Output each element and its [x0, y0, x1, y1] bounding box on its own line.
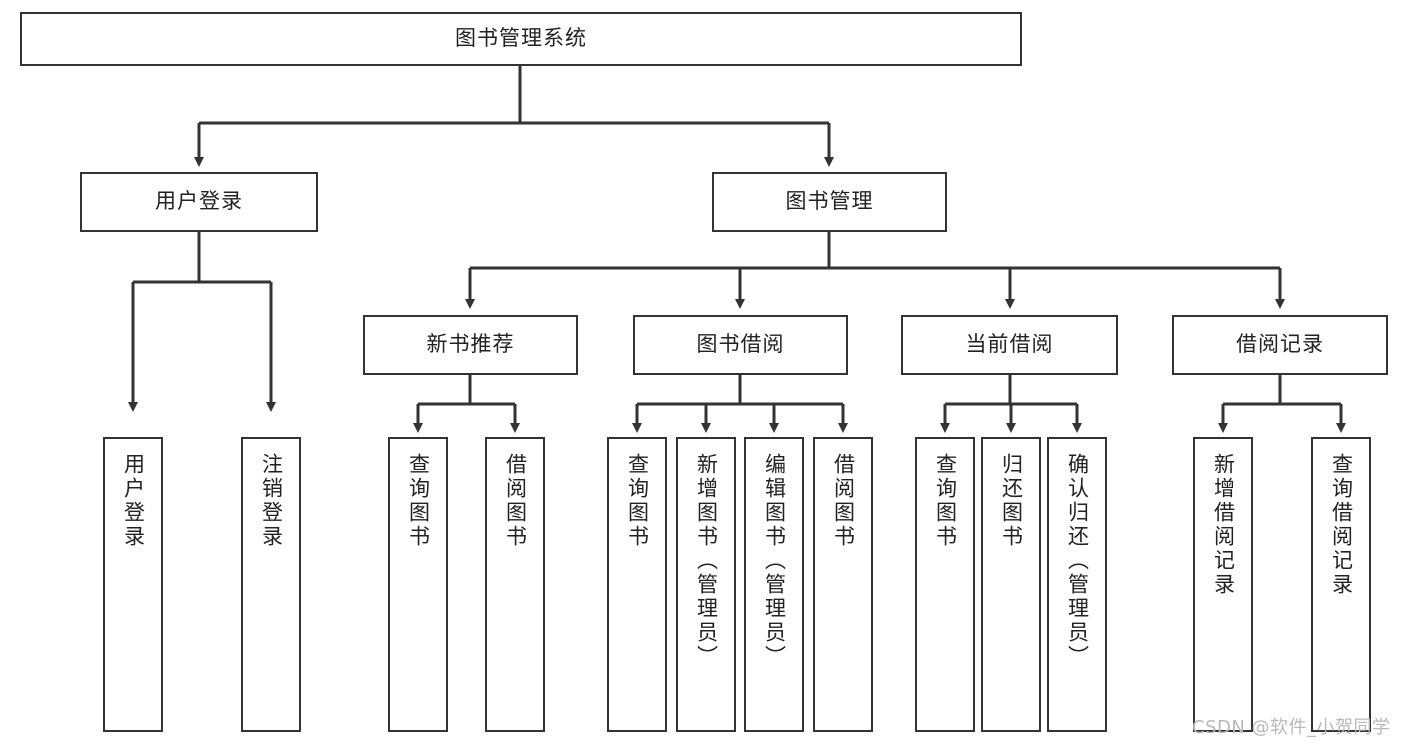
node-current-borrow-label: 当前借阅 — [965, 332, 1054, 357]
node-leaf-query-book-3[interactable]: 查询图书 — [915, 437, 975, 732]
node-leaf-borrow-book-1-label: 借阅图书 — [503, 453, 528, 549]
node-leaf-add-record[interactable]: 新增借阅记录 — [1193, 437, 1253, 732]
node-leaf-logout-login[interactable]: 注销登录 — [241, 437, 301, 732]
node-leaf-user-login[interactable]: 用户登录 — [103, 437, 163, 732]
node-leaf-edit-book-label: 编辑图书（管理员） — [762, 453, 787, 669]
node-leaf-edit-book[interactable]: 编辑图书（管理员） — [744, 437, 804, 732]
node-leaf-borrow-book-1[interactable]: 借阅图书 — [485, 437, 545, 732]
node-borrow-record-label: 借阅记录 — [1236, 332, 1324, 357]
node-leaf-query-record[interactable]: 查询借阅记录 — [1311, 437, 1371, 732]
node-leaf-add-book[interactable]: 新增图书（管理员） — [676, 437, 736, 732]
node-leaf-query-book-1[interactable]: 查询图书 — [388, 437, 448, 732]
node-leaf-add-book-label: 新增图书（管理员） — [694, 453, 719, 669]
node-root-label: 图书管理系统 — [455, 26, 587, 51]
node-leaf-query-book-2[interactable]: 查询图书 — [607, 437, 667, 732]
node-leaf-return-book-label: 归还图书 — [999, 453, 1024, 549]
node-root[interactable]: 图书管理系统 — [20, 12, 1022, 66]
node-leaf-borrow-book-2[interactable]: 借阅图书 — [813, 437, 873, 732]
node-user-login[interactable]: 用户登录 — [80, 172, 318, 232]
node-leaf-confirm-return[interactable]: 确认归还（管理员） — [1047, 437, 1107, 732]
csdn-watermark: CSDN @软件_小贺同学 — [1192, 717, 1391, 738]
node-leaf-add-record-label: 新增借阅记录 — [1211, 453, 1236, 597]
node-book-borrow[interactable]: 图书借阅 — [633, 315, 848, 375]
node-borrow-record[interactable]: 借阅记录 — [1172, 315, 1388, 375]
node-new-book-recommend[interactable]: 新书推荐 — [363, 315, 578, 375]
node-leaf-borrow-book-2-label: 借阅图书 — [831, 453, 856, 549]
node-leaf-query-record-label: 查询借阅记录 — [1329, 453, 1354, 597]
node-leaf-user-login-label: 用户登录 — [121, 453, 146, 549]
node-book-borrow-label: 图书借阅 — [696, 332, 785, 357]
node-new-book-recommend-label: 新书推荐 — [426, 332, 515, 357]
node-leaf-confirm-return-label: 确认归还（管理员） — [1065, 453, 1090, 669]
node-leaf-query-book-2-label: 查询图书 — [625, 453, 650, 549]
node-user-login-label: 用户登录 — [155, 189, 243, 214]
node-leaf-query-book-1-label: 查询图书 — [406, 453, 431, 549]
node-leaf-query-book-3-label: 查询图书 — [933, 453, 958, 549]
node-leaf-logout-login-label: 注销登录 — [259, 453, 284, 549]
node-current-borrow[interactable]: 当前借阅 — [901, 315, 1118, 375]
node-book-management-label: 图书管理 — [785, 189, 874, 214]
node-leaf-return-book[interactable]: 归还图书 — [981, 437, 1041, 732]
node-book-management[interactable]: 图书管理 — [712, 172, 947, 232]
